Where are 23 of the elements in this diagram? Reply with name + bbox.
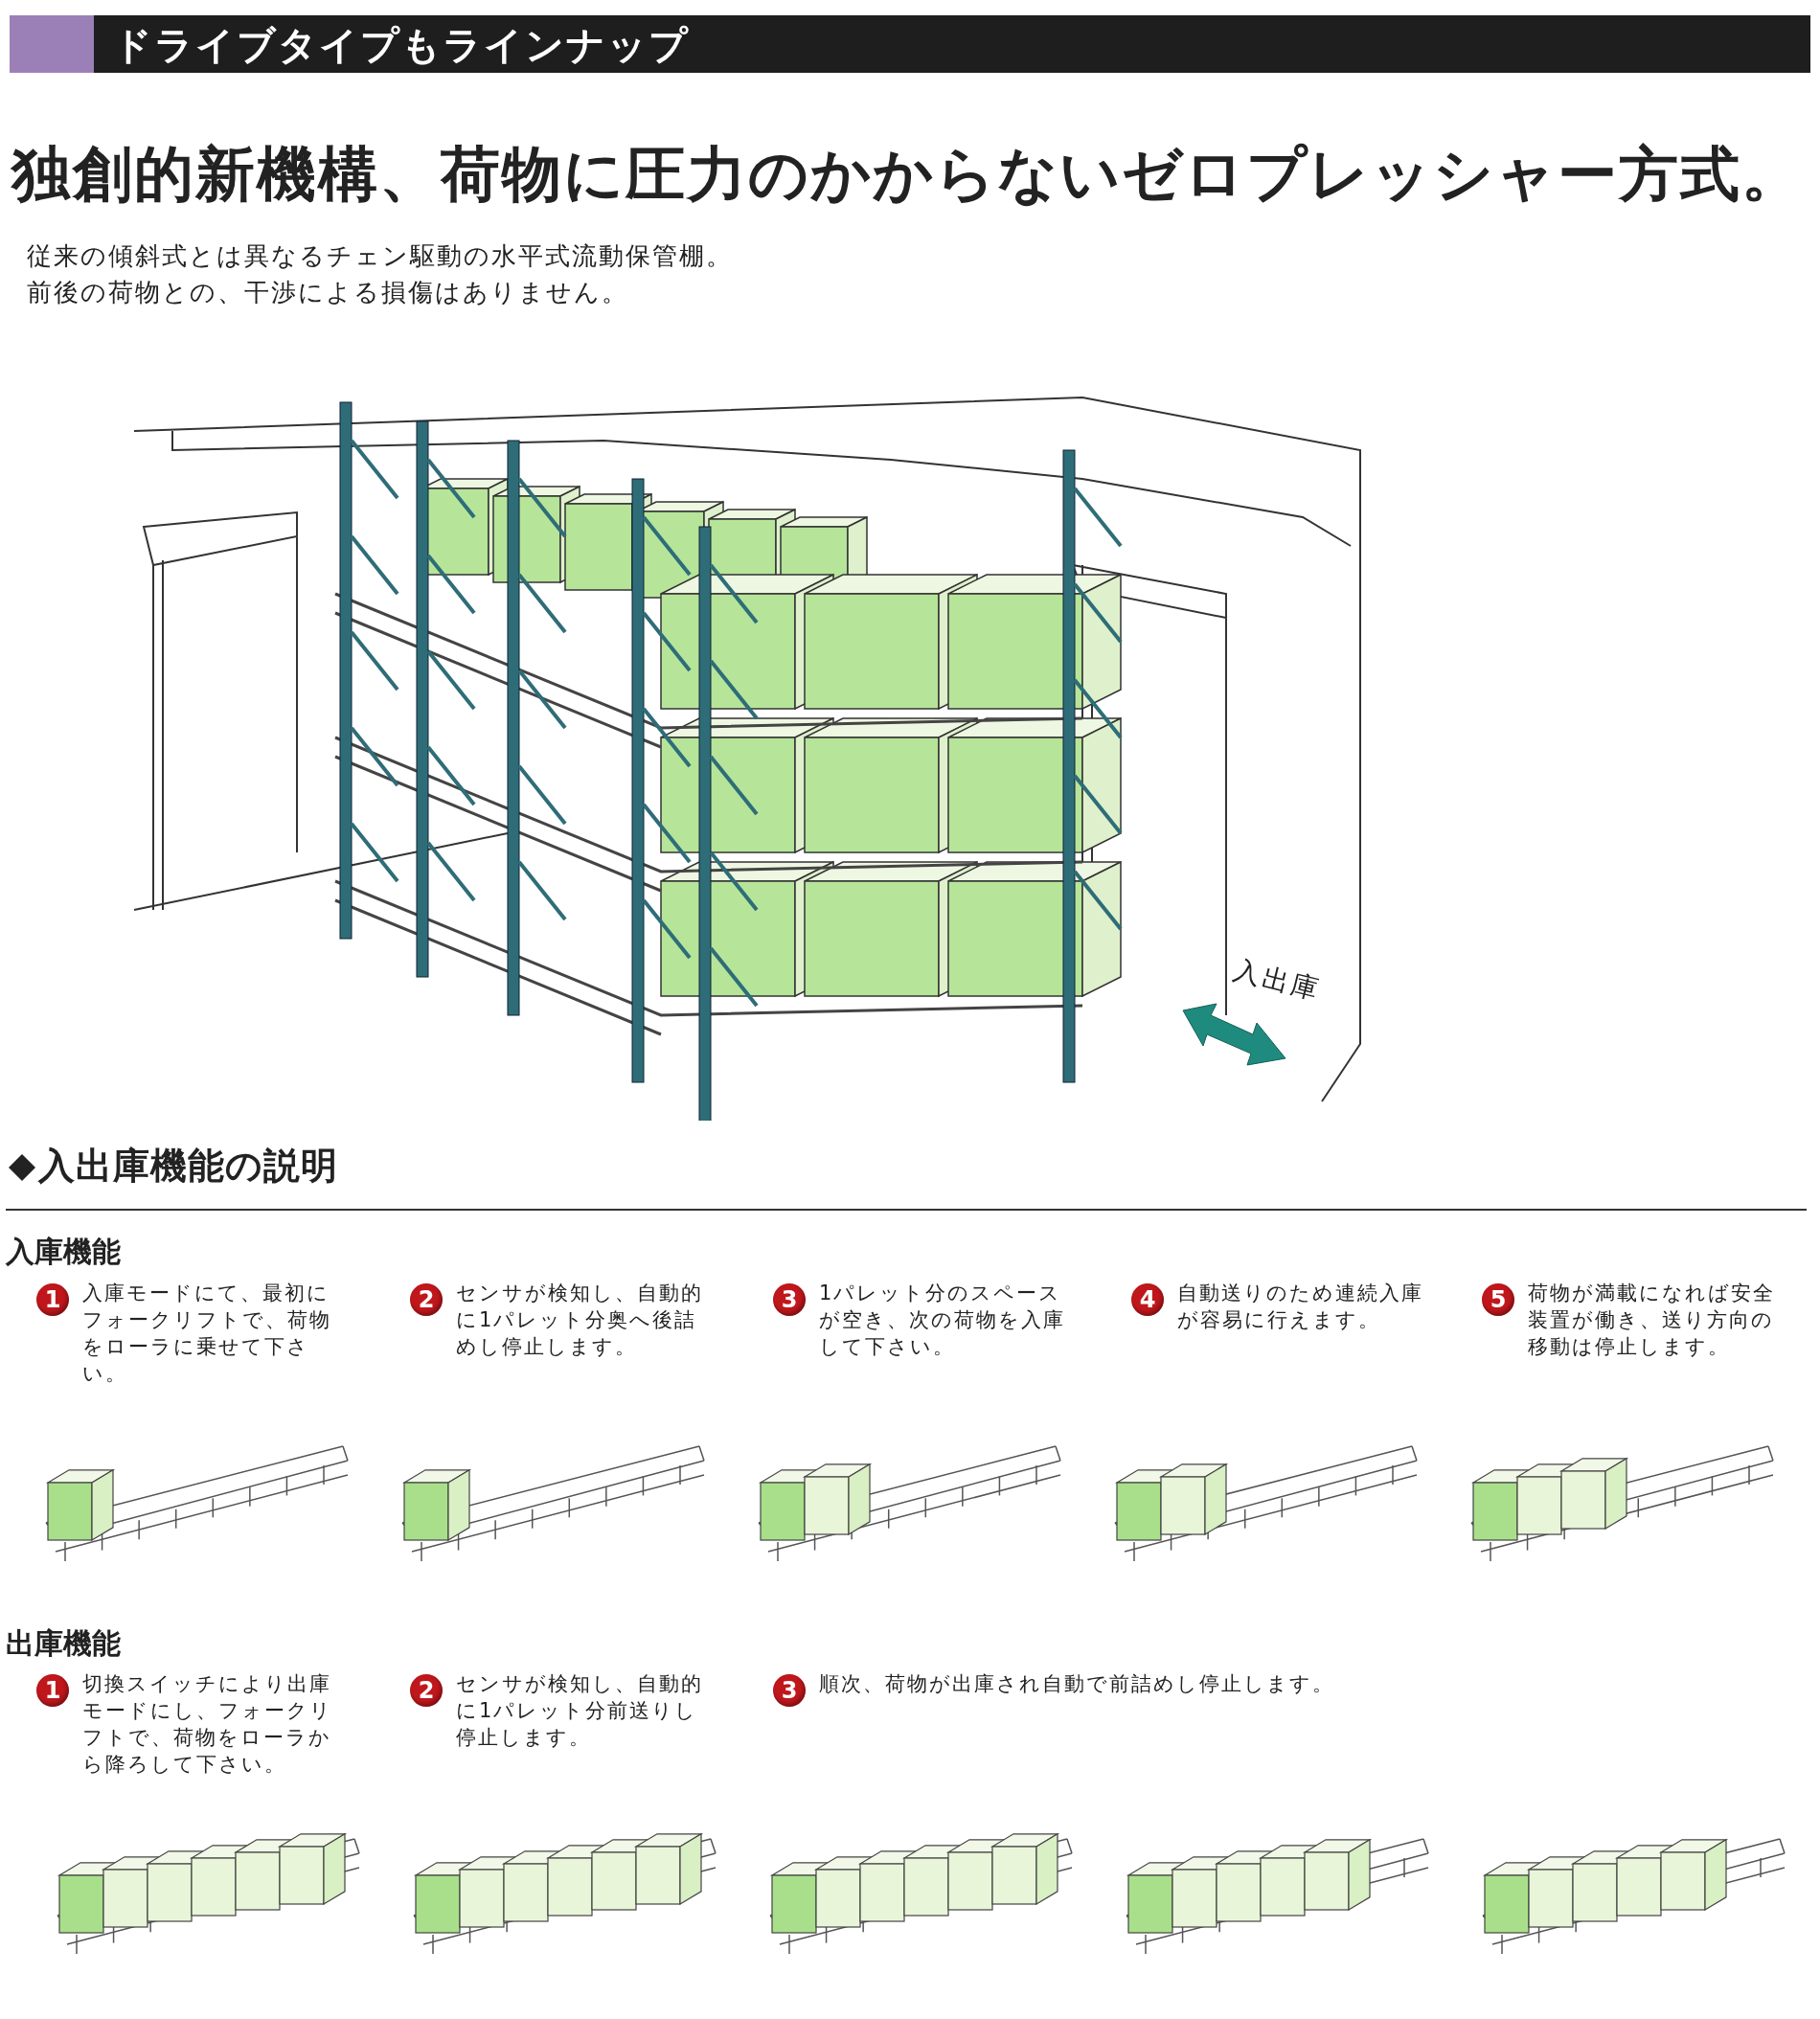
step-number: 1 [36,1283,69,1316]
step-text: 自動送りのため連続入庫が容易に行えます。 [1177,1281,1424,1333]
step-number: 3 [773,1283,806,1316]
step-number: 4 [1131,1283,1164,1316]
step-text: 1パレット分のスペースが空き、次の荷物を入庫して下さい。 [819,1281,1066,1360]
step-text: 入庫モードにて、最初にフォークリフトで、荷物をローラに乗せて下さい。 [82,1281,332,1387]
step-number: 2 [410,1283,443,1316]
subsection-heading: 入庫機能 [6,1234,121,1270]
step-number: 2 [410,1674,443,1707]
intro-text: 前後の荷物との、干渉による損傷はありません。 [27,277,628,308]
step-text: センサが検知し、自動的に1パレット分前送りし停止します。 [456,1671,704,1751]
banner-title: ドライブタイプもラインナップ [113,22,690,69]
step-text: 荷物が満載になれば安全装置が働き、送り方向の移動は停止します。 [1528,1281,1776,1360]
intro-text: 従来の傾斜式とは異なるチェン駆動の水平式流動保管棚。 [27,240,733,272]
step-number: 5 [1482,1283,1514,1316]
step-text: 順次、荷物が出庫され自動で前詰めし停止します。 [819,1671,1335,1697]
headline: 独創的新機構、荷物に圧力のかからないゼロプレッシャー方式。 [11,138,1803,211]
step-text: センサが検知し、自動的に1パレット分奥へ後詰めし停止します。 [456,1281,704,1360]
step-number: 3 [773,1674,806,1707]
section-heading: 入出庫機能の説明 [38,1144,338,1189]
step-number: 1 [36,1674,69,1707]
subsection-heading: 出庫機能 [6,1625,121,1662]
step-text: 切換スイッチにより出庫モードにし、フォークリフトで、荷物をローラから降ろして下さい。 [82,1671,333,1778]
